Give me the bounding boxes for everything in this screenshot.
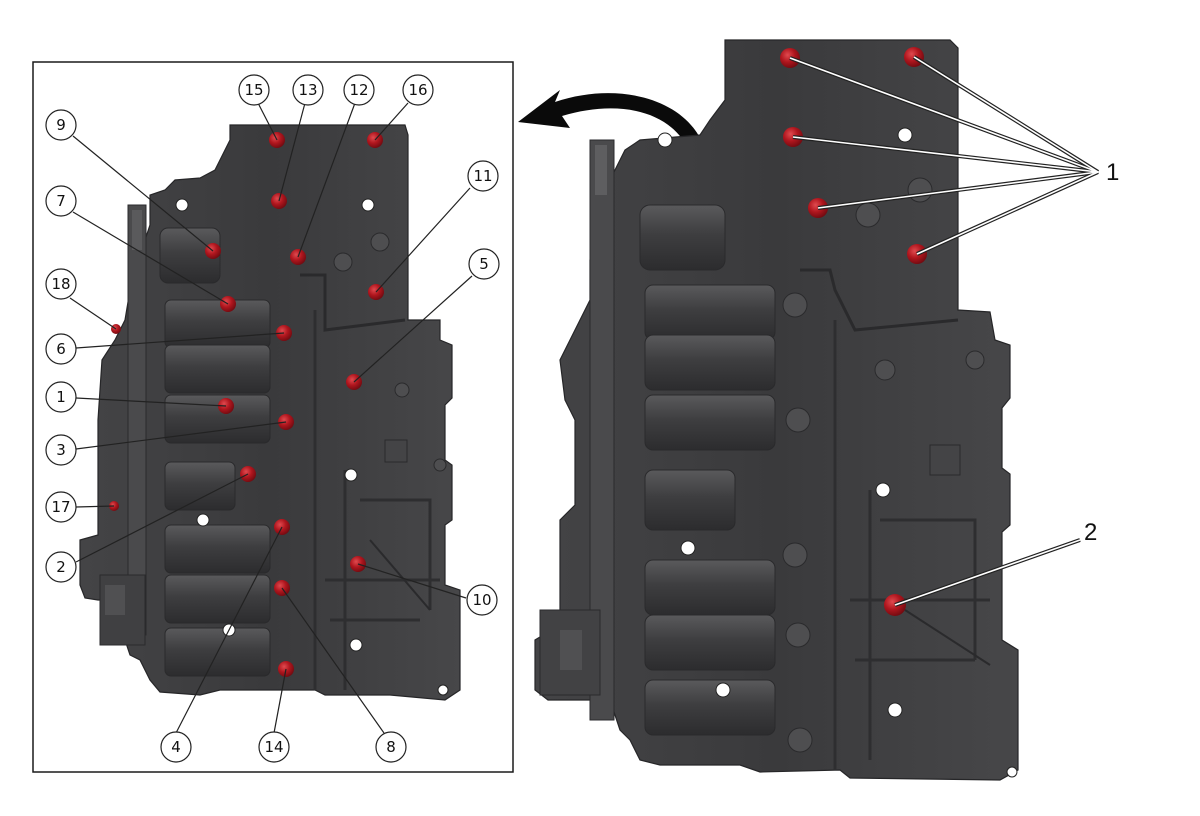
callout-16: 16 bbox=[402, 74, 434, 106]
callout-13: 13 bbox=[292, 74, 324, 106]
svg-text:6: 6 bbox=[56, 340, 66, 358]
left-leaders bbox=[69, 102, 473, 734]
svg-text:14: 14 bbox=[264, 738, 283, 756]
callout-14: 14 bbox=[258, 731, 290, 763]
svg-text:12: 12 bbox=[349, 81, 368, 99]
callout-9: 9 bbox=[45, 109, 77, 141]
right-leaders bbox=[789, 55, 1100, 607]
callout-2: 2 bbox=[45, 551, 77, 583]
callout-5: 5 bbox=[468, 248, 500, 280]
callout-8: 8 bbox=[375, 731, 407, 763]
curved-arrow bbox=[518, 90, 705, 152]
svg-text:3: 3 bbox=[56, 441, 66, 459]
callout-17: 17 bbox=[45, 491, 77, 523]
callout-18: 18 bbox=[45, 268, 77, 300]
svg-text:16: 16 bbox=[408, 81, 427, 99]
callout-6: 6 bbox=[45, 333, 77, 365]
svg-text:7: 7 bbox=[56, 192, 66, 210]
callout-4: 4 bbox=[160, 731, 192, 763]
svg-text:9: 9 bbox=[56, 116, 66, 134]
svg-text:10: 10 bbox=[472, 591, 491, 609]
svg-text:4: 4 bbox=[171, 738, 181, 756]
left-callouts: 15 13 12 16 9 11 7 5 18 6 1 3 17 2 10 4 … bbox=[45, 74, 500, 763]
svg-text:18: 18 bbox=[51, 275, 70, 293]
svg-text:5: 5 bbox=[479, 255, 489, 273]
svg-text:13: 13 bbox=[298, 81, 317, 99]
svg-text:17: 17 bbox=[51, 498, 70, 516]
svg-text:15: 15 bbox=[244, 81, 263, 99]
callout-1: 1 bbox=[45, 381, 77, 413]
svg-text:8: 8 bbox=[386, 738, 396, 756]
svg-text:1: 1 bbox=[56, 388, 66, 406]
callout-12: 12 bbox=[343, 74, 375, 106]
callout-7: 7 bbox=[45, 185, 77, 217]
callout-3: 3 bbox=[45, 434, 77, 466]
label-1: 1 bbox=[1106, 159, 1119, 186]
svg-text:11: 11 bbox=[473, 167, 492, 185]
left-valve-body bbox=[79, 124, 461, 701]
callout-10: 10 bbox=[466, 584, 498, 616]
callout-11: 11 bbox=[467, 160, 499, 192]
right-valve-body bbox=[534, 39, 1019, 781]
label-2: 2 bbox=[1084, 519, 1097, 546]
svg-text:2: 2 bbox=[56, 558, 66, 576]
callout-15: 15 bbox=[238, 74, 270, 106]
